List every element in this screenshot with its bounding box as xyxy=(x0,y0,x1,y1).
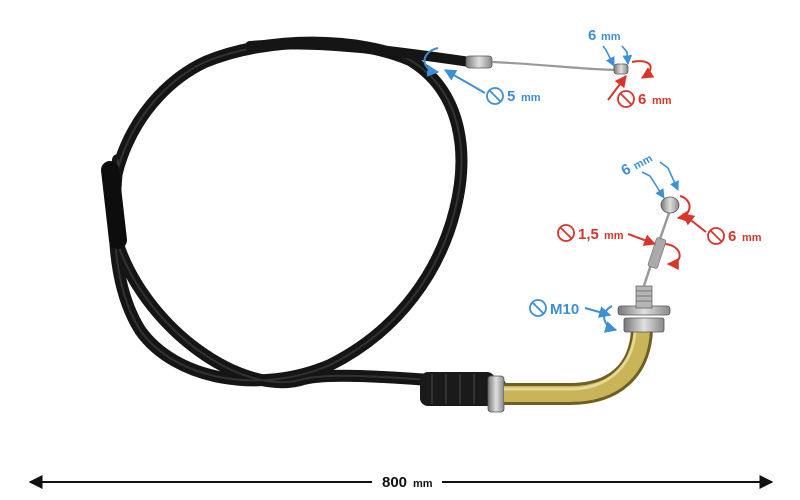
sheath-diameter-value: 5 xyxy=(507,88,515,105)
total-length-value: 800 xyxy=(382,474,407,491)
thread-stub xyxy=(635,285,653,309)
top-nipple-diameter-value: 6 xyxy=(638,91,646,108)
wire-diameter-unit: mm xyxy=(604,230,624,242)
top-end-length-unit: mm xyxy=(601,31,621,43)
top-ferrule xyxy=(465,55,493,69)
wire-diameter-annotation: 1,5 mm xyxy=(557,224,681,270)
top-nipple xyxy=(613,63,629,75)
m10-nut xyxy=(623,317,665,333)
diameter-icon xyxy=(707,227,725,245)
bottom-nipple-diameter-value: 6 xyxy=(728,228,736,245)
bottom-sleeve xyxy=(647,237,667,269)
thread-annotation: M10 xyxy=(529,299,618,333)
diameter-icon xyxy=(617,90,635,108)
top-inner-wire xyxy=(491,60,621,72)
throttle-cable xyxy=(101,36,680,413)
outer-sheath xyxy=(106,36,506,391)
thread-size-value: M10 xyxy=(550,301,579,318)
top-end-length-annotation: 6 mm xyxy=(588,27,633,67)
top-end-length-value: 6 xyxy=(588,27,596,44)
sheath-diameter-unit: mm xyxy=(521,92,541,104)
bottom-nipple-diameter-unit: mm xyxy=(742,232,762,244)
wire-diameter-value: 1,5 xyxy=(578,226,599,243)
top-nipple-diameter-unit: mm xyxy=(652,95,672,107)
bottom-nipple xyxy=(660,196,680,214)
rubber-boot xyxy=(420,372,495,406)
bottom-nipple-diameter-annotation: 6 mm xyxy=(676,195,762,245)
steel-collar xyxy=(487,375,505,413)
sheath-diameter-annotation: 5 mm xyxy=(423,47,541,105)
total-length-dimension: 800 mm xyxy=(28,474,774,491)
bottom-end-length-unit: mm xyxy=(632,153,655,173)
diameter-icon xyxy=(529,299,547,317)
bottom-end-length-annotation: 6 mm xyxy=(618,153,679,199)
diameter-icon xyxy=(486,87,504,105)
diameter-icon xyxy=(557,224,575,242)
total-length-unit: mm xyxy=(413,478,433,490)
top-sheath xyxy=(245,39,475,67)
top-nipple-diameter-annotation: 6 mm xyxy=(607,60,672,108)
